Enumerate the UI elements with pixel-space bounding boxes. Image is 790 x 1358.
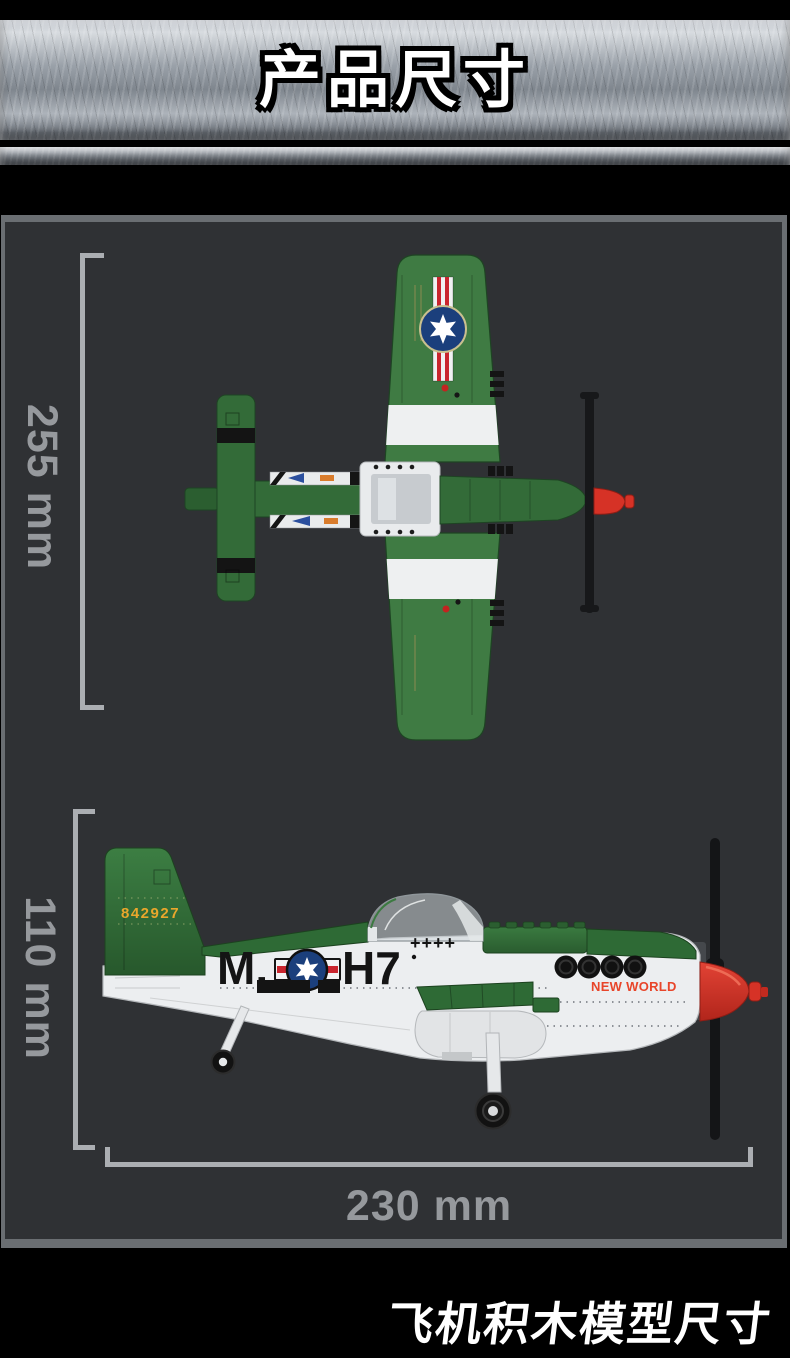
top-view-tail bbox=[184, 394, 256, 602]
top-view-canopy bbox=[359, 461, 441, 537]
lower-wing-white-stripe bbox=[385, 559, 500, 599]
footer-caption: 飞机积木模型尺寸 bbox=[384, 1298, 775, 1350]
fuselage-code-right: H7 bbox=[342, 942, 401, 994]
nose-art: NEW WORLD bbox=[591, 979, 677, 994]
dimension-bracket-length bbox=[105, 1147, 753, 1167]
fuselage-spine bbox=[201, 921, 369, 958]
exhaust-stubs bbox=[488, 466, 513, 534]
header-banner bbox=[0, 20, 790, 140]
page-title: 产品尺寸 bbox=[258, 46, 531, 115]
header-banner-strip bbox=[0, 147, 790, 165]
tail-wheel bbox=[210, 1005, 250, 1075]
tail-number: 842927 bbox=[121, 905, 180, 922]
fuselage-side-stripe bbox=[269, 514, 363, 529]
stabilizer-black-stripe bbox=[217, 558, 255, 573]
main-landing-gear bbox=[474, 1032, 512, 1130]
wing-fairing bbox=[482, 921, 697, 960]
upper-wing-gun-barrels bbox=[490, 371, 504, 397]
upper-wing-white-stripe bbox=[385, 405, 500, 445]
top-view-spinner bbox=[593, 487, 635, 515]
belly-scoop bbox=[414, 1010, 547, 1060]
lower-wing-gun-barrels bbox=[490, 600, 504, 626]
side-view-canopy bbox=[367, 893, 484, 942]
airplane-side-view: 842927 M. bbox=[102, 838, 768, 1140]
kill-marks: ++++ bbox=[410, 933, 456, 953]
top-view-lower-wing bbox=[384, 532, 504, 741]
star-roundel-top bbox=[419, 305, 467, 353]
side-view-spinner bbox=[699, 961, 768, 1022]
fuselage-markings: M. H7 ++++ bbox=[217, 933, 456, 994]
wing-flap bbox=[416, 981, 560, 1013]
top-view-upper-wing bbox=[384, 254, 504, 463]
side-view-fuselage bbox=[102, 931, 702, 1062]
height-label: 110 mm bbox=[16, 896, 64, 1060]
tail-fin: 842927 bbox=[104, 847, 206, 976]
length-label: 230 mm bbox=[345, 1182, 513, 1230]
airplane-top-view bbox=[184, 254, 635, 741]
wingspan-label: 255 mm bbox=[18, 403, 66, 571]
fuselage-side-stripe bbox=[269, 471, 363, 486]
top-view-propeller-blade bbox=[580, 392, 599, 613]
stabilizer-black-stripe bbox=[217, 428, 255, 443]
dimension-bracket-wingspan bbox=[80, 253, 104, 710]
dimension-bracket-height bbox=[73, 809, 95, 1150]
exhaust-stack bbox=[554, 955, 647, 979]
top-view-nose bbox=[439, 466, 586, 534]
top-view-rear-fuselage bbox=[254, 471, 366, 529]
